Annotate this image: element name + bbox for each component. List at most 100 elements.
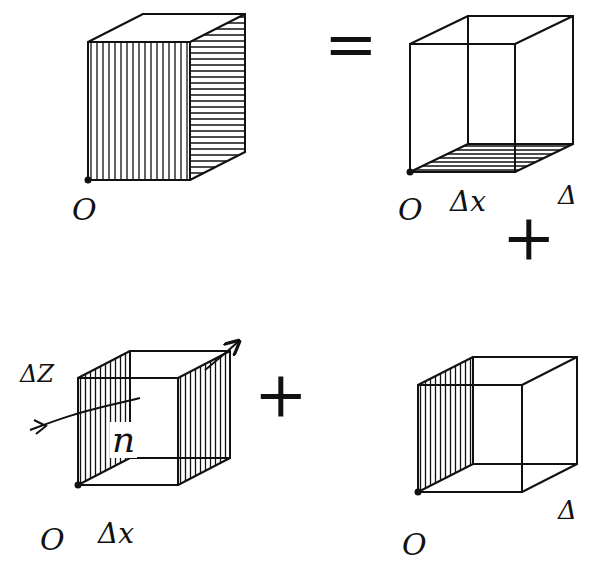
hatch-line: [108, 42, 109, 180]
hatch-line: [225, 351, 226, 485]
hatch-line: [220, 351, 221, 485]
hatch-line: [85, 351, 86, 485]
cube-edge: [88, 14, 143, 42]
cube-edge: [515, 16, 573, 44]
cube-edge: [576, 357, 578, 464]
hatch-line: [190, 46, 245, 47]
hatch-line: [190, 94, 245, 95]
hatch-line: [205, 351, 206, 485]
hatch-line: [440, 357, 441, 492]
cube-edge: [409, 44, 411, 172]
cube-edge: [418, 384, 522, 386]
cube-edge: [410, 171, 515, 173]
math-label: Δ: [556, 497, 579, 523]
hatch-line: [80, 351, 81, 485]
cube-edge: [418, 464, 473, 492]
operator-sign: =: [322, 12, 380, 76]
cube-edge: [572, 16, 574, 144]
cube-edge: [130, 350, 230, 352]
hatch-line: [190, 142, 245, 143]
hatch-line: [190, 124, 245, 125]
hatch-line: [470, 357, 471, 492]
cube-edge: [468, 143, 573, 145]
hatch-line: [90, 42, 91, 180]
hatch-line: [150, 42, 151, 180]
hatch-line: [195, 351, 196, 485]
math-label: O: [396, 195, 425, 225]
math-label: Δx: [448, 188, 488, 216]
hatch-line: [190, 52, 245, 53]
hatch-line: [102, 42, 103, 180]
hatch-line: [190, 172, 245, 173]
origin-dot: [415, 489, 422, 496]
cube-edge: [418, 491, 522, 493]
hatch-line: [450, 357, 451, 492]
hatch-line: [186, 42, 187, 180]
hatch-line: [190, 100, 245, 101]
hatch-line: [410, 161, 573, 162]
hatch-line: [185, 351, 186, 485]
flow-arrow: [205, 342, 238, 370]
cube: [85, 14, 246, 184]
hatch-line: [120, 42, 121, 180]
hatch-line: [410, 165, 573, 166]
math-label: Δx: [96, 520, 136, 548]
cube-edge: [515, 144, 573, 172]
cube-edge: [473, 463, 577, 465]
hatch-line: [125, 351, 126, 485]
hatch-line: [190, 70, 245, 71]
cube-edge: [190, 152, 245, 180]
origin-dot: [407, 169, 414, 176]
hatch-line: [190, 88, 245, 89]
hatch-line: [110, 351, 111, 485]
hatch-line: [100, 351, 101, 485]
cube-edge: [522, 464, 577, 492]
cube-edge: [78, 484, 178, 486]
hatch-line: [105, 351, 106, 485]
math-label: O: [38, 525, 67, 555]
cube: [407, 16, 574, 176]
hatch-line: [190, 106, 245, 107]
math-label: n: [110, 422, 137, 458]
cube-edge: [190, 14, 245, 42]
hatch-line: [410, 169, 573, 170]
hatch-line: [425, 357, 426, 492]
cube-edge: [514, 44, 516, 172]
hatch-line: [174, 42, 175, 180]
hatch-line: [190, 130, 245, 131]
cube-edge: [88, 41, 190, 43]
cube-edge: [410, 144, 468, 172]
hatch-line: [144, 42, 145, 180]
hatch-line: [445, 357, 446, 492]
hatching: [410, 146, 573, 170]
cube-edge: [410, 43, 515, 45]
cube-edge: [177, 378, 179, 485]
cube-edge: [229, 351, 231, 458]
cube: [75, 351, 231, 489]
hatching: [91, 42, 187, 180]
hatch-line: [132, 42, 133, 180]
hatch-line: [460, 357, 461, 492]
hatch-line: [180, 42, 181, 180]
cube-edge: [78, 377, 178, 379]
cube: [415, 357, 578, 496]
math-label: Δ: [556, 182, 579, 208]
hatch-line: [190, 76, 245, 77]
cube-edge: [417, 385, 419, 492]
hatch-line: [210, 351, 211, 485]
cube-edge: [522, 357, 577, 385]
cube-edge: [472, 357, 474, 464]
hatch-line: [420, 357, 421, 492]
hatch-line: [190, 64, 245, 65]
hatch-line: [190, 82, 245, 83]
hatch-line: [126, 42, 127, 180]
cube-edge: [521, 385, 523, 492]
cube-edge: [468, 15, 573, 17]
hatch-line: [120, 351, 121, 485]
cube-edge: [189, 42, 191, 180]
hatch-line: [410, 149, 573, 150]
cube-edge: [473, 356, 577, 358]
hatch-line: [114, 42, 115, 180]
flow-chevron: [34, 420, 46, 434]
